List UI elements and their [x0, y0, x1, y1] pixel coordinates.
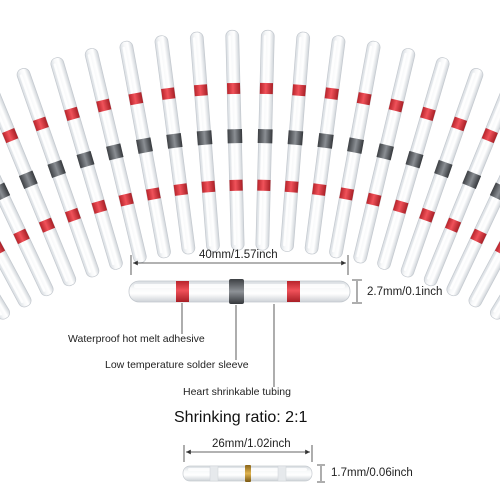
small-diameter-label: 1.7mm/0.06inch [331, 467, 413, 479]
fan-connector [50, 57, 123, 270]
fan-connector [0, 110, 32, 308]
fan-connector [423, 80, 500, 287]
fan-connector [280, 31, 311, 252]
callout-adhesive: Waterproof hot melt adhesive [68, 333, 205, 345]
fan-connector [225, 29, 245, 251]
small-length-label: 26mm/1.02inch [212, 438, 291, 450]
fan-connector [189, 31, 220, 252]
fan-connector [84, 48, 147, 264]
adhesive-ring-left [176, 281, 189, 302]
small-solder-ring [245, 465, 251, 482]
large-dimension-lines [130, 255, 362, 304]
large-connector [128, 279, 351, 304]
large-diameter-label: 2.7mm/0.1inch [367, 286, 443, 298]
fan-connector [304, 35, 346, 255]
fan-connector [400, 68, 484, 278]
fan-connector [255, 29, 275, 251]
callout-leaders [181, 303, 275, 387]
adhesive-ring-right [287, 281, 300, 302]
fan-connector [329, 40, 381, 259]
connector-fan [0, 29, 500, 320]
fan-connector [0, 94, 54, 297]
fan-connector [468, 110, 500, 308]
callout-solder-sleeve: Low temperature solder sleeve [105, 359, 249, 371]
large-length-label: 40mm/1.57inch [199, 249, 278, 261]
fan-connector [0, 128, 10, 320]
fan-connector [353, 48, 416, 264]
shrinking-ratio: Shrinking ratio: 2:1 [174, 409, 308, 426]
fan-connector [377, 57, 450, 270]
fan-connector [0, 80, 77, 287]
small-connector [182, 465, 313, 482]
fan-connector [154, 35, 196, 255]
small-dimension-lines [183, 445, 325, 483]
fan-connector [119, 40, 171, 259]
callout-tubing: Heart shrinkable tubing [183, 386, 291, 398]
fan-connector [16, 68, 100, 278]
solder-ring [229, 279, 244, 304]
fan-connector [490, 128, 500, 320]
fan-connector [446, 94, 500, 297]
